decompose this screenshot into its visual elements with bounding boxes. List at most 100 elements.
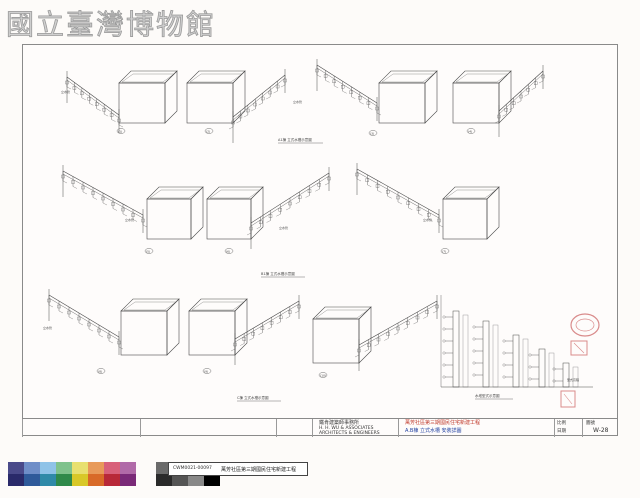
color-swatch — [56, 462, 72, 474]
color-swatch — [24, 462, 40, 474]
square-seal-stamp — [570, 340, 588, 356]
color-swatch — [40, 474, 56, 486]
branch-valve — [57, 304, 61, 309]
branch-tail — [384, 338, 389, 341]
branch-tail — [368, 107, 373, 110]
branch-outlet — [472, 325, 476, 329]
branch-valve — [288, 310, 292, 314]
tank-side-face — [164, 70, 178, 124]
branch-valve — [358, 95, 362, 100]
branch-tail — [374, 343, 379, 347]
tank-side-face — [190, 186, 204, 240]
branch-valve — [261, 96, 265, 101]
color-swatch — [104, 474, 120, 486]
oval-seal-stamp-inner — [575, 318, 595, 332]
catalog-id: CWM0021-00097 — [173, 466, 212, 471]
riser-main-pipe — [316, 64, 378, 104]
color-swatch — [88, 462, 104, 474]
color-swatch — [188, 474, 204, 486]
title-block-notes-cell — [140, 419, 276, 437]
color-swatch — [24, 474, 40, 486]
watermark-text: 國立臺灣博物館 — [6, 8, 216, 41]
color-swatch — [120, 474, 136, 486]
branch-valve — [512, 101, 516, 105]
branch-valve — [386, 190, 390, 194]
row2-caption: B1棟 立式水槽示意圖 — [261, 271, 295, 276]
color-swatch — [56, 474, 72, 486]
branch-valve — [332, 79, 336, 84]
branch-tail — [68, 316, 74, 320]
branch-tail — [78, 322, 84, 326]
branch-outlet — [528, 377, 532, 381]
branch-valve — [80, 91, 84, 96]
branch-tail — [294, 310, 300, 314]
branch-valve — [278, 208, 282, 212]
tank-rim — [189, 73, 243, 83]
museum-watermark: 國立臺灣博物館 — [6, 8, 216, 42]
branch-tail — [408, 207, 413, 210]
tank-front-face — [146, 198, 192, 240]
branch-valve — [396, 195, 400, 200]
branch-valve — [269, 321, 274, 325]
figure-label: (3) — [370, 131, 374, 135]
branch-valve — [268, 90, 272, 95]
tank-side-face — [250, 186, 264, 240]
color-swatch — [72, 474, 88, 486]
catalog-label: CWM0021-00097 萬芳社區第三期國民住宅新建工程 — [168, 462, 308, 476]
riser-return-pipe — [232, 77, 286, 121]
title-block-stamp-cell — [276, 419, 312, 437]
branch-valve — [101, 196, 105, 201]
branch-tail — [538, 80, 544, 84]
branch-tail — [367, 184, 372, 187]
branch-tail — [516, 100, 522, 104]
branch-valve — [71, 180, 75, 184]
figure-label-bubble — [144, 248, 154, 254]
branch-tail — [258, 102, 263, 106]
branch-tail — [72, 186, 78, 189]
color-swatch — [156, 474, 172, 486]
riser-return-pipe — [316, 67, 378, 107]
figure-label: (6) — [226, 249, 230, 253]
branch-tail — [92, 197, 98, 200]
branch-valve — [415, 315, 420, 320]
branch-tail — [273, 90, 278, 94]
branch-tail — [324, 182, 330, 186]
branch-valve — [386, 332, 390, 336]
branch-tail — [387, 196, 392, 199]
branch-tail — [316, 74, 322, 78]
pipe-callout: 立水管 — [61, 89, 70, 94]
branch-tail — [98, 334, 104, 338]
branch-tail — [334, 85, 339, 88]
branch-valve — [416, 207, 421, 211]
figure-label: (8) — [98, 369, 102, 373]
branch-tail — [88, 328, 94, 332]
tank-front-face — [452, 82, 500, 124]
riser-column-secondary — [462, 314, 469, 388]
branch-tail — [502, 114, 507, 117]
branch-tail — [118, 124, 124, 128]
branch-valve — [341, 85, 345, 89]
tank-top-face — [206, 186, 264, 200]
figure-label-bubble — [204, 128, 214, 134]
color-swatch — [88, 474, 104, 486]
stamp-mark — [563, 393, 573, 405]
title-block: 鐵肯建築師事務所 H. H. WU & ASSOCIATES ARCHITECT… — [22, 418, 618, 437]
title-block-firm-cell: 鐵肯建築師事務所 H. H. WU & ASSOCIATES ARCHITECT… — [312, 419, 398, 437]
branch-tail — [230, 348, 236, 352]
square-seal-stamp — [560, 390, 576, 408]
riser-column — [512, 334, 520, 388]
branch-valve — [260, 326, 265, 330]
oval-seal-stamp — [570, 313, 600, 337]
branch-tail — [256, 226, 261, 229]
branch-tail — [89, 103, 94, 106]
tank-top-face — [186, 70, 246, 84]
branch-outlet — [552, 379, 556, 383]
branch-tail — [111, 119, 116, 122]
branch-tail — [108, 340, 114, 344]
tank-side-face — [424, 70, 438, 124]
branch-outlet — [442, 363, 446, 367]
tank-top-face — [120, 298, 180, 312]
branch-valve — [107, 334, 111, 339]
branch-valve — [406, 201, 410, 205]
